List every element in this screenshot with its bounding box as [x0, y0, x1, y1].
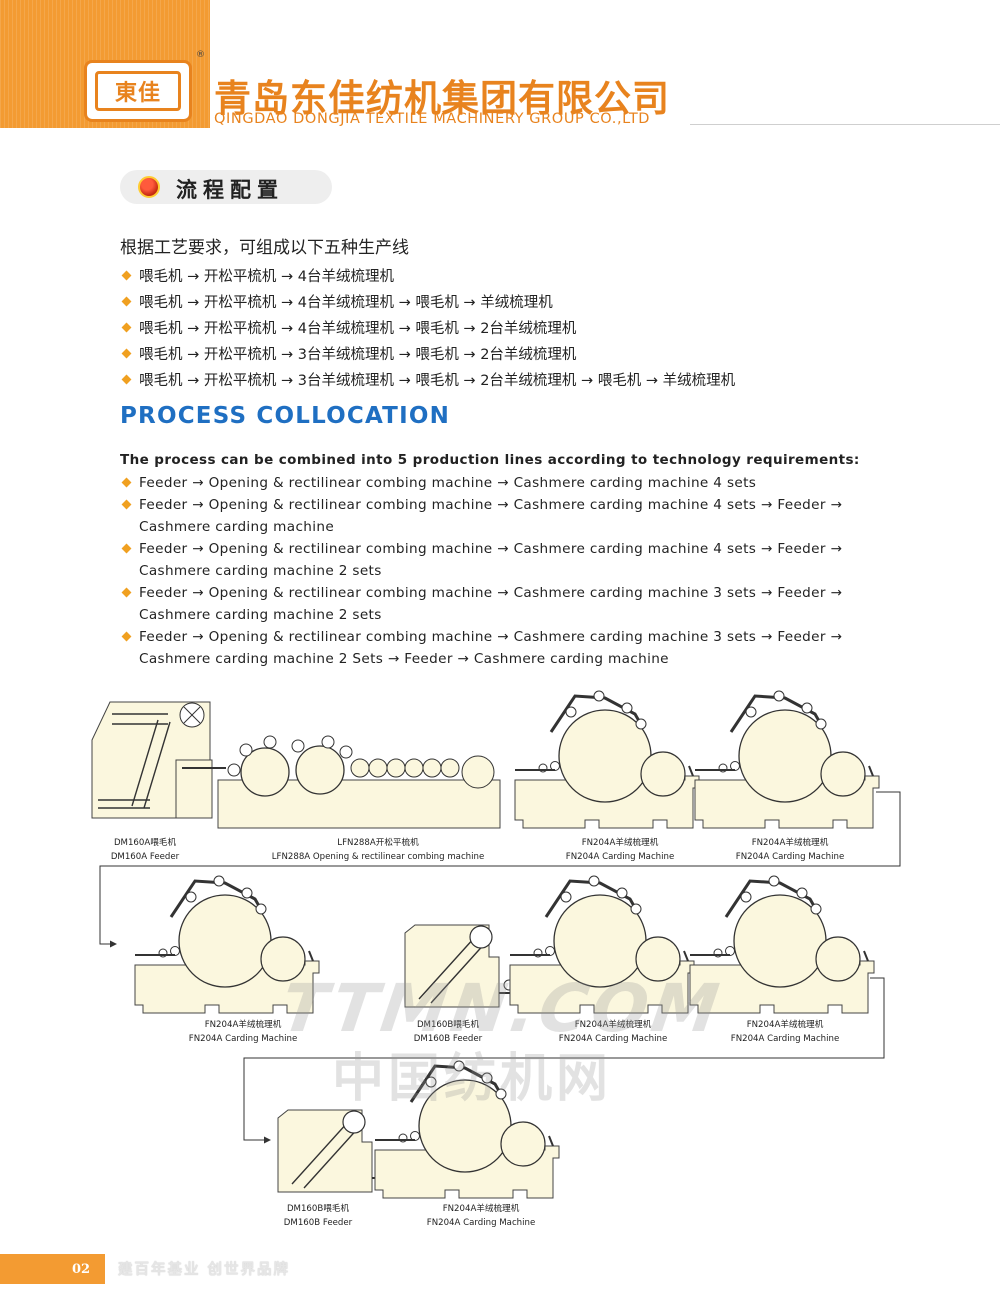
diamond-bullet-icon [121, 296, 132, 306]
list-item: 喂毛机 → 开松平梳机 → 4台羊绒梳理机 → 喂毛机 → 2台羊绒梳理机 [120, 314, 735, 340]
line-text-continued: Cashmere carding machine 2 Sets → Feeder… [139, 651, 669, 667]
machine-label: FN204A羊绒梳理机 FN204A Carding Machine [548, 1018, 678, 1046]
list-item: Feeder → Opening & rectilinear combing m… [120, 538, 880, 582]
line-text: 喂毛机 → 开松平梳机 → 3台羊绒梳理机 → 喂毛机 → 2台羊绒梳理机 → … [139, 372, 736, 389]
machine-label: DM160A喂毛机 DM160A Feeder [90, 836, 200, 864]
machine-label-cn: FN204A羊绒梳理机 [751, 838, 829, 848]
flow-arrow-row1 [99, 791, 901, 948]
feeder-dm160b-2 [277, 1109, 391, 1193]
list-item: Feeder → Opening & rectilinear combing m… [120, 472, 880, 494]
line-text: Feeder → Opening & rectilinear combing m… [139, 497, 843, 513]
machine-label-en: FN204A Carding Machine [188, 1034, 298, 1044]
line-text: 喂毛机 → 开松平梳机 → 4台羊绒梳理机 [139, 268, 394, 285]
diamond-bullet-icon [121, 270, 132, 280]
machine-label-cn: LFN288A开松平梳机 [337, 838, 419, 848]
machine-label-en: DM160B Feeder [413, 1034, 483, 1044]
machine-label-cn: FN204A羊绒梳理机 [574, 1020, 652, 1030]
production-lines-cn: 喂毛机 → 开松平梳机 → 4台羊绒梳理机 喂毛机 → 开松平梳机 → 4台羊绒… [120, 262, 735, 392]
logo-text: 東佳 [114, 81, 161, 106]
diamond-bullet-icon [121, 631, 132, 642]
line-text: 喂毛机 → 开松平梳机 → 4台羊绒梳理机 → 喂毛机 → 羊绒梳理机 [139, 294, 553, 311]
red-dot-icon [138, 176, 160, 198]
diamond-bullet-icon [121, 477, 132, 488]
machine-label-en: FN204A Carding Machine [558, 1034, 668, 1044]
diamond-bullet-icon [121, 543, 132, 554]
machine-label: LFN288A开松平梳机 LFN288A Opening & rectiline… [268, 836, 488, 864]
company-name-cn: 青岛东佳纺机集团有限公司 [214, 77, 670, 120]
list-item: 喂毛机 → 开松平梳机 → 4台羊绒梳理机 [120, 262, 735, 288]
list-item: Feeder → Opening & rectilinear combing m… [120, 626, 880, 670]
diamond-bullet-icon [121, 499, 132, 510]
line-text-continued: Cashmere carding machine 2 sets [139, 563, 382, 579]
list-item: Feeder → Opening & rectilinear combing m… [120, 582, 880, 626]
logo-frame: 東佳 [95, 71, 181, 111]
machine-label-en: LFN288A Opening & rectilinear combing ma… [271, 852, 485, 862]
diamond-bullet-icon [121, 348, 132, 358]
machine-label-cn: FN204A羊绒梳理机 [442, 1204, 520, 1214]
machine-label: FN204A羊绒梳理机 FN204A Carding Machine [416, 1202, 546, 1230]
machine-label-en: FN204A Carding Machine [426, 1218, 536, 1228]
machine-label: FN204A羊绒梳理机 FN204A Carding Machine [720, 1018, 850, 1046]
line-text-continued: Cashmere carding machine 2 sets [139, 607, 382, 623]
list-item: 喂毛机 → 开松平梳机 → 4台羊绒梳理机 → 喂毛机 → 羊绒梳理机 [120, 288, 735, 314]
line-text: Feeder → Opening & rectilinear combing m… [139, 475, 757, 491]
list-item: Feeder → Opening & rectilinear combing m… [120, 494, 880, 538]
machine-label-en: DM160B Feeder [283, 1218, 353, 1228]
machine-label: FN204A羊绒梳理机 FN204A Carding Machine [725, 836, 855, 864]
diamond-bullet-icon [121, 587, 132, 598]
feeder-dm160a [91, 701, 213, 819]
machine-label-cn: FN204A羊绒梳理机 [746, 1020, 824, 1030]
diamond-bullet-icon [121, 374, 132, 384]
page-number: 02 [72, 1262, 91, 1277]
production-lines-en: Feeder → Opening & rectilinear combing m… [120, 472, 880, 670]
section-title-en: PROCESS COLLOCATION [120, 403, 451, 429]
machine-label-en: FN204A Carding Machine [735, 852, 845, 862]
watermark-cn: 中国纺机网 [332, 1049, 613, 1109]
intro-cn: 根据工艺要求，可组成以下五种生产线 [120, 238, 409, 258]
registered-mark: ® [196, 50, 205, 60]
diamond-bullet-icon [121, 322, 132, 332]
section-title-cn: 流程配置 [176, 177, 284, 202]
machine-label-en: DM160A Feeder [110, 852, 180, 862]
company-name-en: QINGDAO DONGJIA TEXTILE MACHINERY GROUP … [214, 111, 651, 127]
list-item: 喂毛机 → 开松平梳机 → 3台羊绒梳理机 → 喂毛机 → 2台羊绒梳理机 → … [120, 366, 735, 392]
machine-label-cn: DM160B喂毛机 [286, 1204, 350, 1214]
footer-slogan: 建百年基业 创世界品牌 [118, 1261, 291, 1278]
line-text: Feeder → Opening & rectilinear combing m… [139, 541, 843, 557]
carder-2 [693, 689, 881, 830]
line-text: Feeder → Opening & rectilinear combing m… [139, 585, 843, 601]
machine-label-cn: FN204A羊绒梳理机 [581, 838, 659, 848]
production-line-diagram [91, 689, 901, 1200]
line-text: 喂毛机 → 开松平梳机 → 3台羊绒梳理机 → 喂毛机 → 2台羊绒梳理机 [139, 346, 577, 363]
machine-label-cn: FN204A羊绒梳理机 [204, 1020, 282, 1030]
list-item: 喂毛机 → 开松平梳机 → 3台羊绒梳理机 → 喂毛机 → 2台羊绒梳理机 [120, 340, 735, 366]
machine-label: DM160B喂毛机 DM160B Feeder [398, 1018, 498, 1046]
footer-orange-band [0, 1254, 105, 1284]
flow-arrow-row2 [243, 977, 885, 1144]
machine-label-en: FN204A Carding Machine [565, 852, 675, 862]
machine-label-cn: DM160B喂毛机 [416, 1020, 480, 1030]
machine-label-en: FN204A Carding Machine [730, 1034, 840, 1044]
machine-label: FN204A羊绒梳理机 FN204A Carding Machine [555, 836, 685, 864]
intro-en: The process can be combined into 5 produ… [120, 452, 860, 468]
machine-label-cn: DM160A喂毛机 [113, 838, 177, 848]
line-text-continued: Cashmere carding machine [139, 519, 335, 535]
machine-label: DM160B喂毛机 DM160B Feeder [268, 1202, 368, 1230]
machine-label: FN204A羊绒梳理机 FN204A Carding Machine [178, 1018, 308, 1046]
opener-lfn288a [182, 735, 501, 829]
line-text: 喂毛机 → 开松平梳机 → 4台羊绒梳理机 → 喂毛机 → 2台羊绒梳理机 [139, 320, 577, 337]
carder-1 [513, 689, 701, 830]
header-divider [690, 124, 1000, 125]
company-logo: 東佳 [84, 60, 192, 122]
line-text: Feeder → Opening & rectilinear combing m… [139, 629, 843, 645]
